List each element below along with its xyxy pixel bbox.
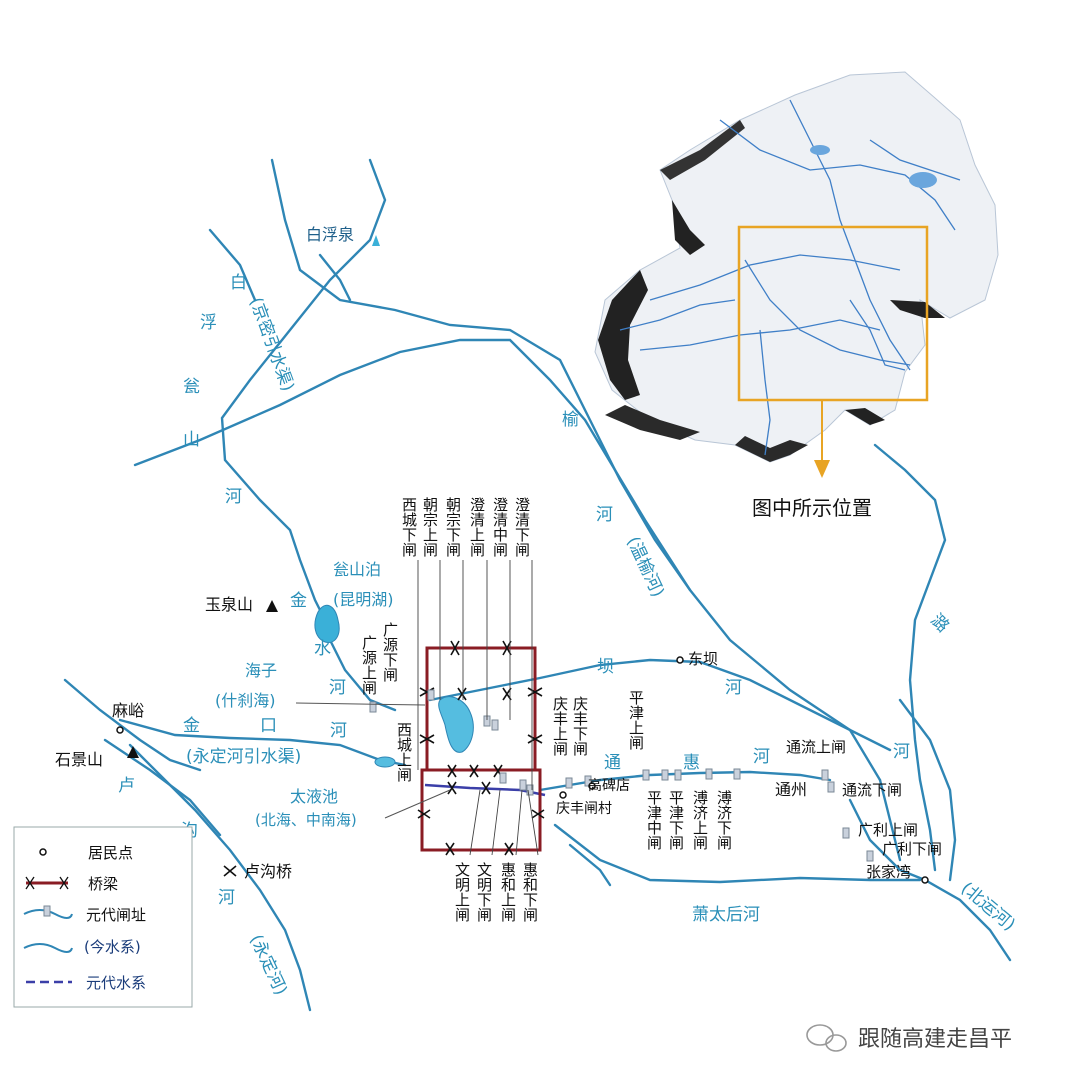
modern-rivers [63,158,1012,1012]
settlement-points [116,656,929,884]
svg-text:澄清下闸: 澄清下闸 [513,497,531,558]
svg-text:太液池: 太液池 [290,787,338,806]
svg-text:金: 金 [290,591,307,611]
svg-text:白: 白 [230,273,247,293]
legend-bridge: 桥梁 [88,875,118,893]
svg-text:惠和下闸: 惠和下闸 [521,862,539,923]
svg-text:通: 通 [604,753,621,773]
svg-text:平津上闸: 平津上闸 [627,690,645,751]
west-pond [374,756,396,768]
wengshanbo-lake [314,604,340,644]
svg-text:惠和上闸: 惠和上闸 [499,862,517,923]
svg-text:平津中闸: 平津中闸 [645,790,663,851]
svg-text:(永定河引水渠): (永定河引水渠) [186,747,301,767]
city-walls [420,646,542,852]
watermark-text: 跟随高建走昌平 [858,1027,1012,1052]
legend: 居民点 桥梁 元代闸址 (今水系) 元代水系 [13,826,193,1008]
wechat-icon [806,1024,847,1052]
legend-frame [13,826,193,1008]
place-labels: 白浮泉 玉泉山 瓮山泊 (昆明湖) 海子 (什刹海) 麻峪 石景山 太液池 (北… [55,225,911,881]
svg-text:石景山: 石景山 [55,750,103,769]
watermark: 跟随高建走昌平 [806,1024,1012,1052]
svg-text:河: 河 [218,888,235,908]
svg-text:广利下闸: 广利下闸 [882,840,942,858]
svg-text:西城下闸: 西城下闸 [400,497,418,558]
baifuquan-spring-icon [372,235,380,246]
svg-text:榆: 榆 [562,410,579,430]
legend-yuan-lock: 元代闸址 [86,906,146,924]
svg-text:口: 口 [260,716,277,736]
svg-text:山: 山 [183,430,200,450]
svg-text:朝宗下闸: 朝宗下闸 [444,497,462,558]
svg-text:溥济下闸: 溥济下闸 [715,790,733,851]
svg-text:玉泉山: 玉泉山 [205,595,253,614]
svg-text:白浮泉: 白浮泉 [306,225,354,244]
svg-text:惠: 惠 [683,753,700,773]
svg-text:河: 河 [893,742,910,762]
svg-text:瓮: 瓮 [183,377,200,397]
svg-text:河: 河 [753,747,770,767]
svg-text:庆丰上闸: 庆丰上闸 [551,696,569,757]
svg-text:庆丰闸村: 庆丰闸村 [556,801,612,817]
svg-text:文明下闸: 文明下闸 [475,862,493,923]
yuan-lock-markers [369,689,874,862]
svg-text:西城上闸: 西城上闸 [395,722,413,783]
svg-text:(北海、中南海): (北海、中南海) [255,811,357,829]
svg-text:通流下闸: 通流下闸 [842,781,902,799]
svg-text:河: 河 [596,505,613,525]
svg-text:平津下闸: 平津下闸 [667,790,685,851]
svg-text:卢: 卢 [118,776,135,796]
svg-text:广利上闸: 广利上闸 [858,821,918,839]
yuquanshan-peak-icon [266,600,278,612]
legend-yuan-water: 元代水系 [86,974,146,992]
svg-text:海子: 海子 [245,661,277,680]
svg-text:张家湾: 张家湾 [866,863,911,881]
svg-text:(什刹海): (什刹海) [215,691,276,710]
svg-text:溥济上闸: 溥济上闸 [691,790,709,851]
svg-text:卢沟桥: 卢沟桥 [244,862,292,881]
svg-text:瓮山泊: 瓮山泊 [333,560,381,579]
svg-text:坝: 坝 [597,657,614,677]
svg-text:文明上闸: 文明上闸 [453,862,471,923]
shijingshan-peak-icon [127,746,139,758]
svg-text:庆丰下闸: 庆丰下闸 [571,696,589,757]
svg-text:水: 水 [314,639,331,659]
svg-text:萧太后河: 萧太后河 [692,905,760,925]
svg-text:高碑店: 高碑店 [588,777,630,794]
svg-text:(永定河): (永定河) [245,932,290,999]
svg-text:潞: 潞 [926,610,952,636]
svg-text:澄清中闸: 澄清中闸 [491,497,509,558]
svg-text:河: 河 [330,721,347,741]
svg-text:澄清上闸: 澄清上闸 [468,497,486,558]
svg-text:广源上闸: 广源上闸 [360,635,378,696]
svg-text:广源下闸: 广源下闸 [381,622,399,683]
svg-text:朝宗上闸: 朝宗上闸 [421,497,439,558]
legend-settlement: 居民点 [88,844,133,862]
svg-text:浮: 浮 [200,313,217,333]
inset-location-box [737,225,929,402]
svg-text:通州: 通州 [775,780,807,799]
svg-text:金: 金 [183,716,200,736]
svg-text:(昆明湖): (昆明湖) [333,590,394,609]
lock-labels: 西城下闸 朝宗上闸 朝宗下闸 澄清上闸 澄清中闸 澄清下闸 广源上闸 广源下闸 … [360,497,942,923]
svg-text:东坝: 东坝 [688,650,718,668]
legend-modern-water: (今水系) [84,938,141,956]
shichahai-lake [438,696,474,753]
inset-caption: 图中所示位置 [752,496,872,520]
svg-text:河: 河 [225,487,242,507]
svg-text:河: 河 [329,678,346,698]
svg-text:河: 河 [725,678,742,698]
beijing-inset-map: 图中所示位置 [594,71,999,520]
river-jingmi-label: (京密引水渠) [245,295,297,394]
svg-text:通流上闸: 通流上闸 [786,738,846,756]
jin-zhongdu-city [420,768,542,852]
svg-text:麻峪: 麻峪 [112,701,144,720]
